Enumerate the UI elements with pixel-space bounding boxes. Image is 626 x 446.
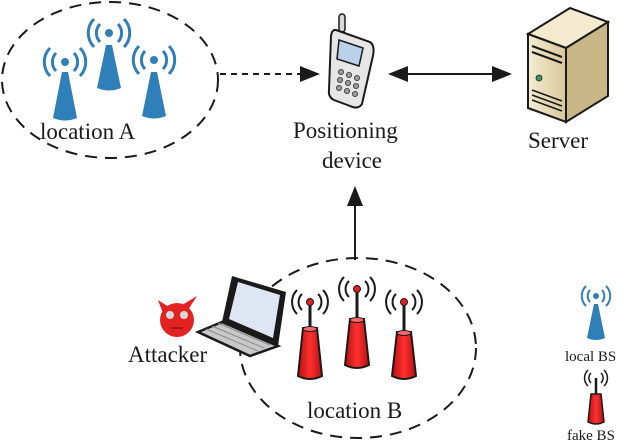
fake-bs-icon [291,289,329,380]
legend-fake-bs-icon [583,369,609,425]
legend-local-bs-label: local BS [565,349,617,365]
server-label: Server [528,128,589,153]
laptop-icon [194,276,286,358]
fake-bs-icon [338,276,376,369]
fake-bs-icon [385,289,423,380]
location-b-label: location B [307,398,403,423]
local-bs-icon [131,44,177,119]
location-a-region [1,1,219,159]
positioning-device-label-line1: Positioning [293,118,398,143]
local-bs-icon [42,46,88,121]
legend-fake-bs-label: fake BS [567,428,615,444]
legend-local-bs-icon [580,285,612,340]
attacker-icon [158,296,197,337]
phone-icon [327,13,375,109]
attacker-label: Attacker [128,342,208,367]
positioning-device-label-line2: device [322,148,383,173]
local-bs-icon [86,17,132,91]
server-icon [525,6,611,124]
location-a-label: location A [40,119,136,144]
